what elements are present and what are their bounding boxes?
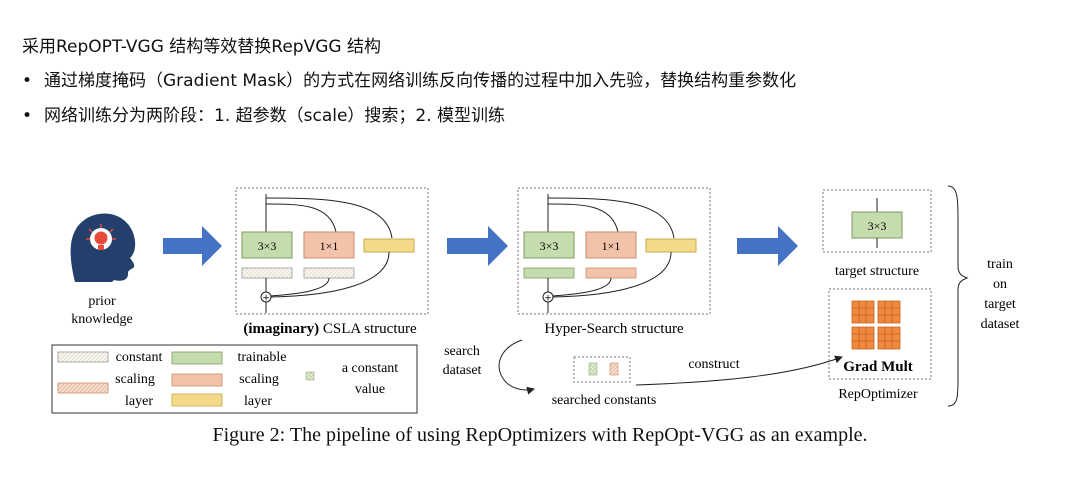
conv3-label: 3×3 xyxy=(868,219,887,233)
legend-label: layer xyxy=(244,394,272,409)
legend-label: a constant xyxy=(342,361,398,376)
legend-label: scaling xyxy=(115,372,155,387)
legend-swatch xyxy=(171,351,223,365)
search-arrow xyxy=(498,339,535,395)
bullet-item: • 网络训练分为两阶段：1. 超参数（scale）搜索；2. 模型训练 xyxy=(22,99,796,134)
searched-constants-label: searched constants xyxy=(552,393,657,408)
bullet-text: 网络训练分为两阶段：1. 超参数（scale）搜索；2. 模型训练 xyxy=(44,106,506,126)
flow-arrow-icon xyxy=(737,226,798,266)
construct-arrow xyxy=(635,355,843,386)
flow-arrow-icon xyxy=(163,226,222,266)
target-structure-label: target structure xyxy=(835,264,919,279)
slide-title: 采用RepOPT-VGG 结构等效替换RepVGG 结构 xyxy=(22,37,381,57)
csla-label-rest: CSLA structure xyxy=(319,321,417,337)
legend: constant scaling layer trainable scaling… xyxy=(51,344,418,414)
figure-caption: Figure 2: The pipeline of using RepOptim… xyxy=(212,424,868,446)
legend-label: trainable xyxy=(238,350,287,365)
legend-swatch xyxy=(57,382,109,394)
repoptimizer-box: Grad Mult xyxy=(828,288,932,380)
conv3-label: 3×3 xyxy=(258,239,277,253)
csla-label-bold: (imaginary) xyxy=(243,321,319,337)
train-on-label: dataset xyxy=(981,317,1020,332)
prior-label: knowledge xyxy=(71,312,132,327)
head-bulb-icon xyxy=(70,213,136,282)
legend-swatch xyxy=(57,351,109,363)
curly-brace xyxy=(947,185,969,407)
bullet-text: 通过梯度掩码（Gradient Mask）的方式在网络训练反向传播的过程中加入先… xyxy=(44,71,797,91)
bullet-list: • 通过梯度掩码（Gradient Mask）的方式在网络训练反向传播的过程中加入… xyxy=(22,64,796,134)
bullet-marker: • xyxy=(22,71,33,91)
train-on-label: target xyxy=(984,297,1016,312)
legend-swatch xyxy=(305,371,315,381)
legend-label: scaling xyxy=(239,372,279,387)
legend-label: value xyxy=(355,382,385,397)
legend-label: layer xyxy=(125,394,153,409)
train-on-label: on xyxy=(993,277,1007,292)
searched-constants-box xyxy=(573,356,631,383)
conv3-label: 3×3 xyxy=(540,239,559,253)
bullet-marker: • xyxy=(22,106,33,126)
search-dataset-label: search xyxy=(444,344,480,359)
construct-label: construct xyxy=(688,357,739,372)
grad-mult-label: Grad Mult xyxy=(843,359,913,375)
legend-label: constant xyxy=(116,350,163,365)
hyper-search-label: Hyper-Search structure xyxy=(544,321,684,337)
csla-label: (imaginary) CSLA structure xyxy=(243,321,417,337)
repoptimizer-label: RepOptimizer xyxy=(838,387,918,402)
target-structure: 3×3 xyxy=(822,189,932,253)
hyper-search-structure: 3×3 1×1 + xyxy=(517,187,711,315)
conv1-label: 1×1 xyxy=(320,239,339,253)
search-dataset-label: dataset xyxy=(443,363,482,378)
prior-label: prior xyxy=(88,294,116,309)
grad-mult-grid-icon xyxy=(851,300,901,350)
add-node: + xyxy=(262,294,270,304)
conv1-label: 1×1 xyxy=(602,239,621,253)
csla-structure: 3×3 1×1 + xyxy=(235,187,429,315)
legend-swatch xyxy=(171,393,223,407)
train-on-label: train xyxy=(987,257,1013,272)
flow-arrow-icon xyxy=(447,226,508,266)
legend-swatch xyxy=(171,373,223,387)
bullet-item: • 通过梯度掩码（Gradient Mask）的方式在网络训练反向传播的过程中加入… xyxy=(22,64,796,99)
add-node: + xyxy=(544,294,552,304)
